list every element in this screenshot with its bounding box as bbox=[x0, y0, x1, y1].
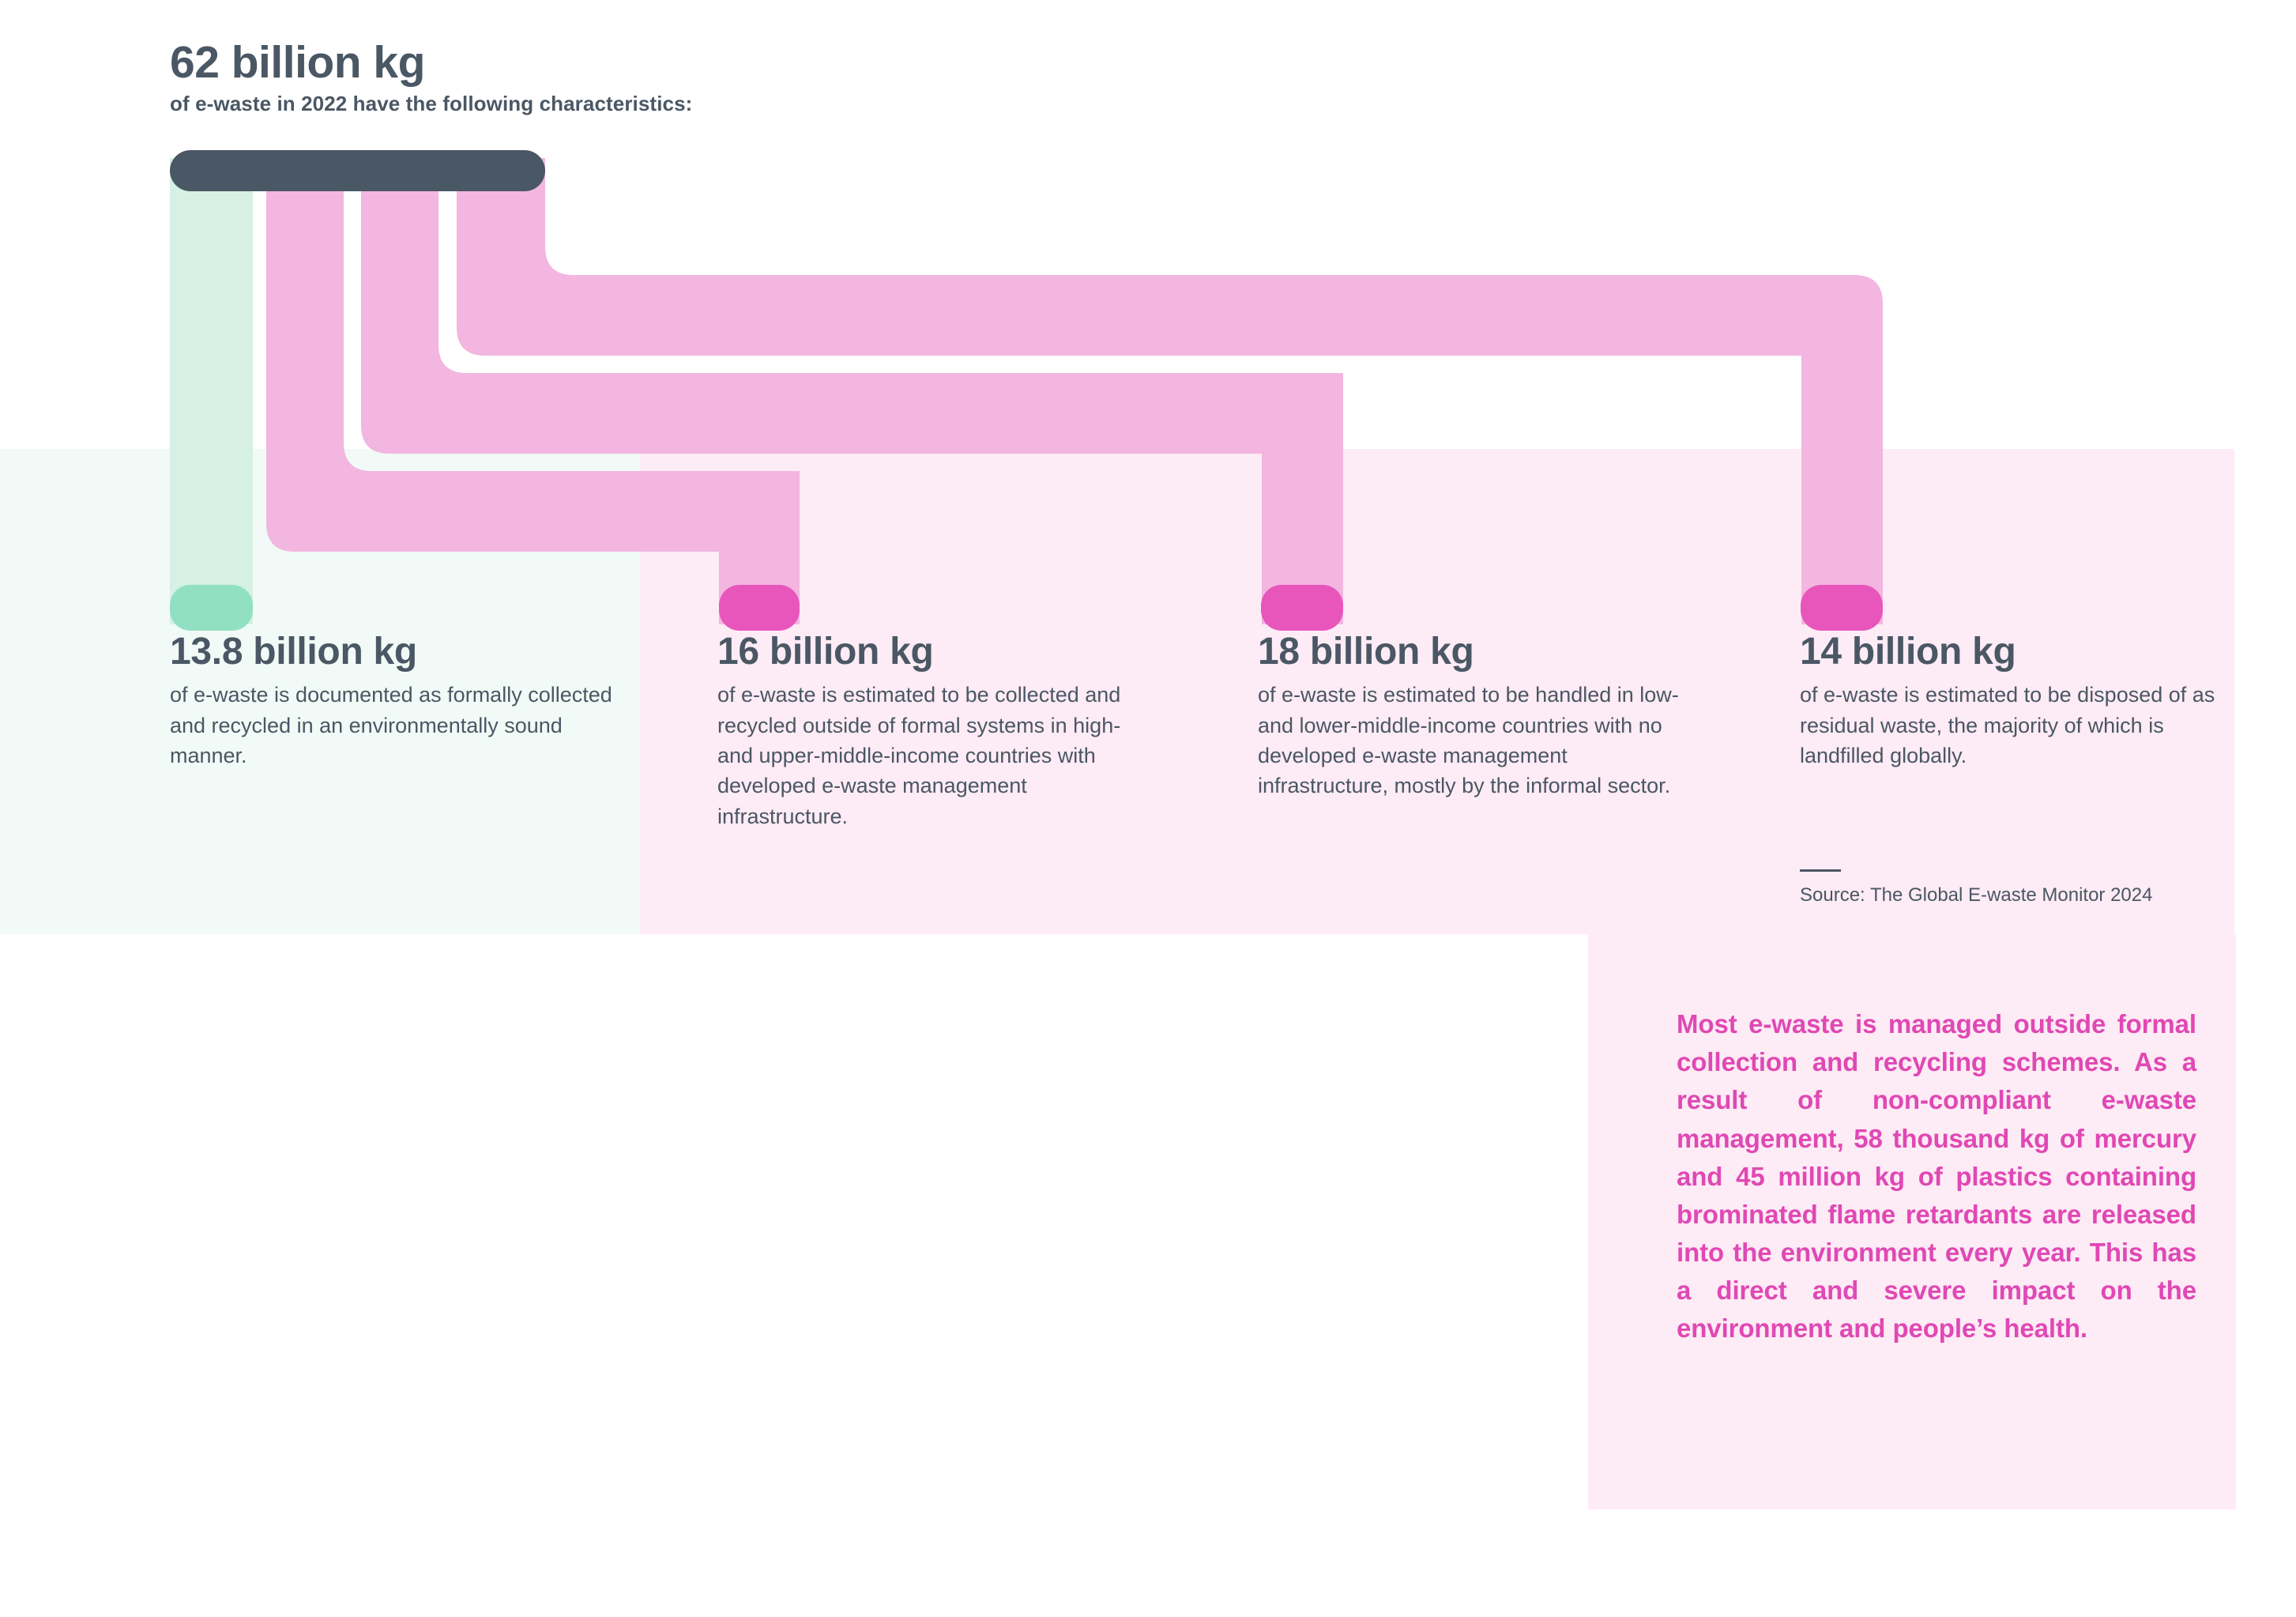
stat-value: 16 billion kg bbox=[717, 631, 934, 673]
headline-value: 62 billion kg bbox=[170, 37, 425, 88]
stat-value: 18 billion kg bbox=[1258, 631, 1474, 673]
endpoint-cap-1 bbox=[170, 585, 253, 631]
page-title: 62 billion kg of e-waste in 2022 have th… bbox=[170, 37, 693, 116]
endpoint-cap-4 bbox=[1801, 585, 1883, 631]
stat-block-2: 16 billion kg of e-waste is estimated to… bbox=[717, 631, 1160, 831]
stat-value: 13.8 billion kg bbox=[170, 631, 417, 673]
stat-block-3: 18 billion kg of e-waste is estimated to… bbox=[1258, 631, 1700, 801]
source-divider bbox=[1800, 869, 1841, 872]
stat-value: 14 billion kg bbox=[1800, 631, 2016, 673]
stat-description: of e-waste is estimated to be disposed o… bbox=[1800, 683, 2215, 768]
source-node-bar bbox=[170, 150, 545, 191]
headline-subtitle: of e-waste in 2022 have the following ch… bbox=[170, 91, 693, 115]
stat-block-4: 14 billion kg of e-waste is estimated to… bbox=[1800, 631, 2242, 771]
callout-background-panel bbox=[1588, 934, 2236, 1510]
flow-path-1 bbox=[170, 158, 253, 624]
stat-description: of e-waste is documented as formally col… bbox=[170, 683, 612, 768]
stat-block-1: 13.8 billion kg of e-waste is documented… bbox=[170, 631, 612, 771]
flow-path-3 bbox=[361, 158, 1343, 624]
stat-description: of e-waste is estimated to be handled in… bbox=[1258, 683, 1679, 798]
source-block: Source: The Global E-waste Monitor 2024 bbox=[1800, 869, 2242, 907]
stat-description: of e-waste is estimated to be collected … bbox=[717, 683, 1121, 828]
source-text: Source: The Global E-waste Monitor 2024 bbox=[1800, 884, 2153, 906]
ewaste-flow-diagram bbox=[170, 150, 1883, 631]
endpoint-cap-2 bbox=[719, 585, 800, 631]
pink-background-panel bbox=[640, 449, 2234, 934]
endpoint-cap-3 bbox=[1261, 585, 1343, 631]
callout-paragraph: Most e-waste is managed outside formal c… bbox=[1677, 1009, 2196, 1344]
flow-path-2 bbox=[266, 158, 800, 624]
